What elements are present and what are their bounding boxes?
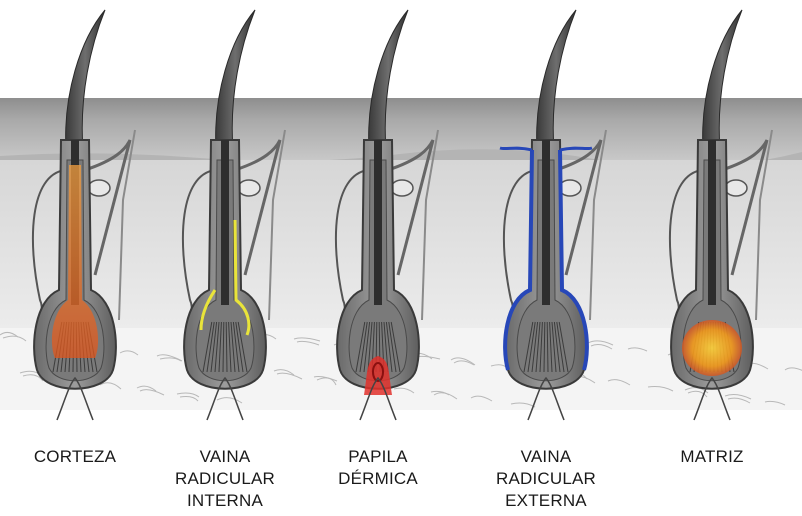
hair-root <box>708 140 716 305</box>
vaina-externa-top-right <box>560 148 592 150</box>
hair-root <box>542 140 550 305</box>
label-matriz: MATRIZ <box>637 446 787 468</box>
hair-root <box>221 140 229 305</box>
label-vaina-externa: VAINA RADICULAR EXTERNA <box>471 446 621 512</box>
label-corteza: CORTEZA <box>0 446 150 468</box>
vaina-externa-top-left <box>500 148 532 150</box>
hair-root <box>374 140 382 305</box>
sebaceous-gland <box>238 180 260 196</box>
label-vaina-interna: VAINA RADICULAR INTERNA <box>150 446 300 512</box>
label-papila: PAPILA DÉRMICA <box>303 446 453 490</box>
sebaceous-gland <box>725 180 747 196</box>
matriz-highlight <box>682 320 742 376</box>
sebaceous-gland <box>88 180 110 196</box>
sebaceous-gland <box>391 180 413 196</box>
